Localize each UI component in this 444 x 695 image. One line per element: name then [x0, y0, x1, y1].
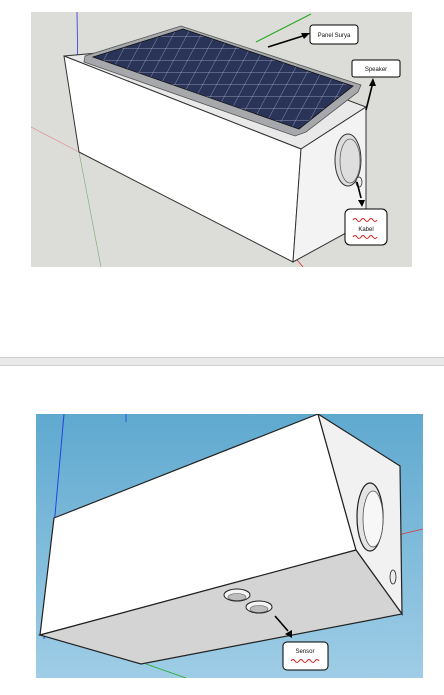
callout-sensor: Sensor: [274, 615, 329, 671]
callout-kabel: Kabel: [344, 181, 388, 246]
solar-panel-cells: [91, 28, 354, 130]
arrowhead-icon: [369, 78, 376, 86]
wavy-mark-icon: [352, 218, 378, 222]
cable-hole: [389, 569, 397, 585]
solar-box-render: Panel Surya Speaker Kabel: [31, 12, 412, 267]
callout-panel-surya: Panel Surya: [267, 24, 359, 48]
callout-arrow: [274, 615, 289, 632]
wavy-mark-icon: [290, 659, 320, 663]
callout-label-kabel: Kabel: [358, 227, 373, 233]
callout-box: [351, 59, 401, 78]
axis-green-line: [255, 13, 312, 43]
box-bottom-face: [37, 549, 404, 665]
axis-red-line: [31, 126, 80, 153]
callout-arrow: [267, 34, 307, 48]
callout-arrow: [356, 181, 362, 199]
callout-arrow: [365, 81, 374, 111]
axis-green-line-lower: [78, 151, 102, 267]
callout-label-sensor: Sensor: [295, 649, 314, 655]
arrowhead-icon: [358, 200, 365, 207]
cable-hole: [355, 176, 363, 188]
axis-green-line: [145, 663, 187, 678]
figure-sensor-box-bottom: Sensor: [36, 414, 423, 678]
arrowhead-icon: [285, 630, 292, 638]
sensor-box-render: Sensor: [36, 414, 423, 678]
callout-speaker: Speaker: [351, 59, 401, 111]
page-separator: [0, 357, 444, 366]
figure-solar-box-top: Panel Surya Speaker Kabel: [31, 12, 412, 267]
callout-box: [309, 24, 359, 45]
callout-box: [282, 641, 329, 671]
callout-label-speaker: Speaker: [365, 67, 387, 73]
callout-label-panel: Panel Surya: [318, 33, 351, 39]
wavy-mark-icon: [352, 235, 378, 239]
arrowhead-icon: [301, 33, 310, 39]
